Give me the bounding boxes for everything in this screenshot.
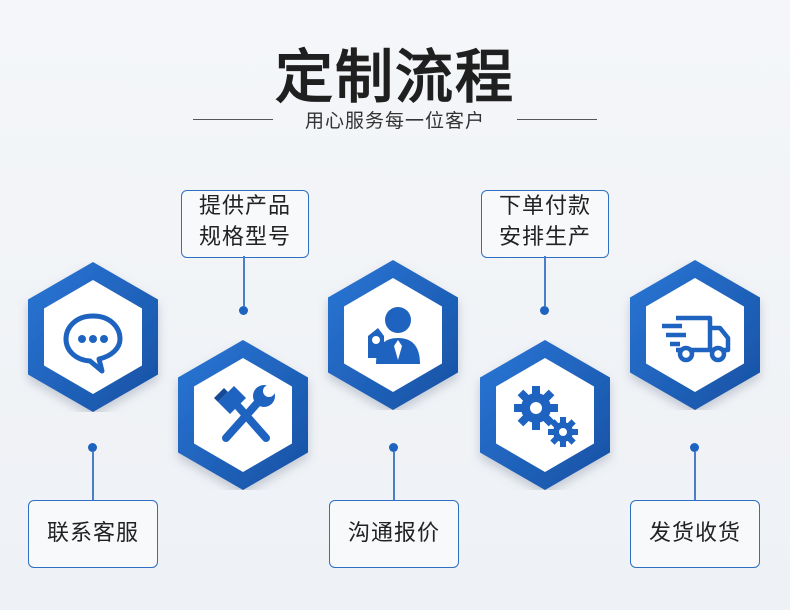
- subtitle-rule-right: [517, 119, 597, 120]
- step-5-connector: [694, 452, 696, 500]
- step-2-dot: [239, 306, 248, 315]
- subtitle-rule-left: [193, 119, 273, 120]
- step-5-label: 发货收货: [648, 521, 741, 546]
- consultant-icon: [368, 307, 420, 364]
- step-2-hexagon: [168, 340, 318, 490]
- delivery-truck-icon: [662, 315, 731, 363]
- step-2-connector: [243, 256, 245, 306]
- step-2-label-line-2: 规格型号: [198, 225, 291, 250]
- step-1-connector: [92, 452, 94, 500]
- step-5-dot: [690, 443, 699, 452]
- page-subtitle: 用心服务每一位客户: [304, 110, 485, 132]
- subtitle-row: 用心服务每一位客户: [0, 106, 790, 134]
- page-title: 定制流程: [274, 43, 515, 111]
- step-1-label-box: 联系客服: [28, 500, 158, 568]
- chat-bubble-icon: [63, 313, 123, 374]
- step-3-connector: [393, 452, 395, 500]
- step-2-label-line-1: 提供产品: [198, 194, 291, 219]
- step-4-label-line-1: 下单付款: [498, 194, 591, 219]
- step-4-hexagon: [470, 340, 620, 490]
- step-4-connector: [544, 256, 546, 306]
- step-3-label: 沟通报价: [347, 521, 440, 546]
- step-3-label-box: 沟通报价: [329, 500, 459, 568]
- step-1-label: 联系客服: [46, 521, 139, 546]
- hammer-wrench-icon: [214, 385, 275, 442]
- step-3-hexagon: [318, 260, 468, 410]
- step-5-label-box: 发货收货: [630, 500, 760, 568]
- gears-icon: [514, 386, 578, 447]
- step-1-hexagon: [18, 262, 168, 412]
- step-4-label-line-2: 安排生产: [498, 225, 591, 250]
- step-3-dot: [389, 443, 398, 452]
- step-4-dot: [540, 306, 549, 315]
- step-5-hexagon: [620, 260, 770, 410]
- step-2-label-box: 提供产品 规格型号: [181, 190, 309, 258]
- step-4-label-box: 下单付款 安排生产: [481, 190, 609, 258]
- step-1-dot: [88, 443, 97, 452]
